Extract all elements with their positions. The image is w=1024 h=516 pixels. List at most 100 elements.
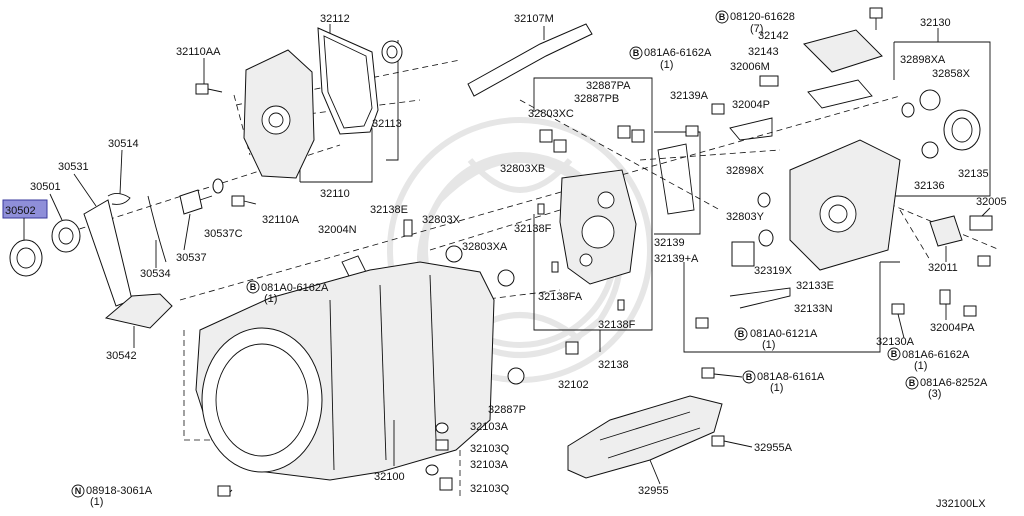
part-label: 30537C: [204, 228, 243, 240]
part-label: 32139+A: [654, 253, 699, 265]
cover-32142: [803, 29, 883, 73]
part-label: 32006M: [730, 61, 770, 73]
part-label: 32955: [638, 485, 669, 497]
part-label: 32130: [920, 17, 951, 29]
highlight-box-30502: [2, 199, 48, 219]
marker-b-3: B: [250, 282, 257, 292]
part-label: 32887P: [488, 404, 526, 416]
bolt-32110a: [231, 195, 257, 207]
marker-n-1: N: [75, 486, 82, 496]
spring-30534: [147, 195, 167, 263]
part-label: 32142: [758, 30, 789, 42]
part-label: 32110: [320, 188, 350, 200]
part-label: 32803XA: [462, 241, 508, 253]
part-label: 32102: [558, 379, 589, 391]
part-label: 32319X: [754, 265, 793, 277]
part-label: 32898X: [726, 165, 765, 177]
part-label-highlighted: 30502: [5, 205, 36, 217]
part-label: 30531: [58, 161, 89, 173]
part-label: 30542: [106, 350, 137, 362]
part-label: (1): [660, 59, 673, 71]
part-label: 32136: [914, 180, 945, 192]
part-label: 32110A: [262, 214, 300, 226]
part-label: 32004PA: [930, 322, 975, 334]
marker-b-6: B: [891, 349, 898, 359]
part-label: (1): [914, 360, 927, 372]
part-label: 32887PA: [586, 80, 631, 92]
part-label: 32139A: [670, 90, 709, 102]
part-label: 32138F: [598, 319, 636, 331]
part-label: 32112: [320, 13, 350, 25]
part-labels: 32112 32110AA 32113 32110 32110A 30514 3…: [5, 11, 1007, 510]
marker-b-1: B: [719, 12, 726, 22]
part-label: (1): [264, 293, 277, 305]
part-label: 08918-3061A: [86, 485, 153, 497]
part-label: 30537: [176, 252, 207, 264]
marker-b-5: B: [738, 329, 745, 339]
part-label: 32100: [374, 471, 405, 483]
marker-group: B B B N B B B B: [71, 10, 919, 498]
sleeve-30502: [9, 239, 43, 277]
seal-32113: [381, 40, 403, 64]
part-label: 32138FA: [538, 291, 583, 303]
release-bearing-30501: [51, 219, 81, 253]
gasket-32139: [657, 143, 695, 215]
part-label: 32005: [976, 196, 1007, 208]
part-label: 081A0-6162A: [261, 282, 329, 294]
marker-b-7: B: [909, 378, 916, 388]
bolt-32110aa: [195, 83, 223, 95]
seal-32135: [943, 109, 981, 151]
pivot-30537: [179, 189, 203, 215]
part-label: 32138: [598, 359, 629, 371]
part-label: 32898XA: [900, 54, 946, 66]
lever-30531: [83, 199, 133, 307]
part-label: 32803XB: [500, 163, 545, 175]
part-label: 081A6-6162A: [644, 47, 712, 59]
part-label: 32955A: [754, 442, 793, 454]
cover-32955: [567, 395, 723, 479]
part-label: (1): [90, 496, 103, 508]
part-label: 32138E: [370, 204, 408, 216]
part-label: 30534: [140, 268, 171, 280]
part-label: 08120-61628: [730, 11, 795, 23]
part-label: 32803X: [422, 214, 461, 226]
part-label: 32103A: [470, 421, 509, 433]
part-drawings: [9, 7, 993, 497]
leader-lines: [23, 26, 991, 493]
part-label: 30514: [108, 138, 139, 150]
gasket-32143: [807, 79, 873, 109]
part-label: (3): [928, 388, 941, 400]
diagram-code: J32100LX: [936, 498, 986, 510]
part-label: 32103A: [470, 459, 509, 471]
part-label: 081A6-6162A: [902, 349, 970, 361]
part-label: 32110AA: [176, 46, 221, 58]
part-label: 30501: [30, 181, 61, 193]
part-label: 32103Q: [470, 443, 510, 455]
part-label: (1): [762, 339, 775, 351]
group-boxes: [69, 24, 1001, 500]
part-label: 32135: [958, 168, 989, 180]
part-label: 081A6-8252A: [920, 377, 988, 389]
part-label: 32103Q: [470, 483, 510, 495]
part-label: 32139: [654, 237, 685, 249]
part-label: (1): [770, 382, 783, 394]
part-label: (7): [750, 23, 763, 35]
part-label: 32130A: [876, 336, 915, 348]
part-label: 32113: [372, 118, 402, 130]
part-label: 081A0-6121A: [750, 328, 818, 340]
block-32102: [565, 341, 579, 355]
part-label: 32133E: [796, 280, 834, 292]
part-label: 32004P: [732, 99, 770, 111]
part-label: 32803XC: [528, 108, 574, 120]
part-label: 081A8-6161A: [757, 371, 825, 383]
marker-b-4: B: [746, 372, 753, 382]
bracket-32011: [929, 215, 963, 247]
part-label: 32138F: [514, 223, 552, 235]
part-label: 32143: [748, 46, 779, 58]
part-label: 32011: [928, 262, 958, 274]
part-label: 32107M: [514, 13, 554, 25]
part-label: 32004N: [318, 224, 357, 236]
part-label: 32133N: [794, 303, 833, 315]
